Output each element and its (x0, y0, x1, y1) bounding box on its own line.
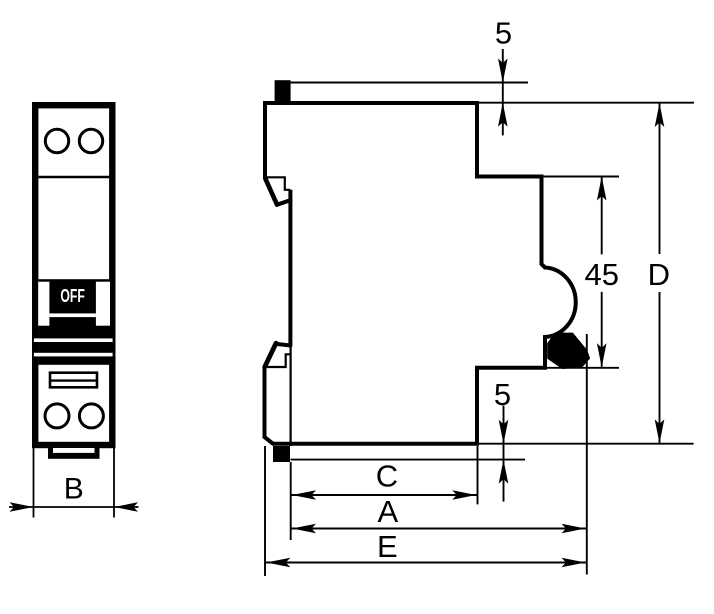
svg-text:45: 45 (585, 257, 619, 292)
svg-text:D: D (648, 257, 670, 292)
svg-text:A: A (378, 494, 399, 529)
svg-text:C: C (376, 459, 398, 494)
svg-text:5: 5 (494, 377, 511, 412)
svg-text:OFF: OFF (60, 285, 85, 306)
svg-text:B: B (64, 472, 84, 505)
svg-text:E: E (377, 529, 398, 564)
svg-text:5: 5 (495, 15, 512, 50)
